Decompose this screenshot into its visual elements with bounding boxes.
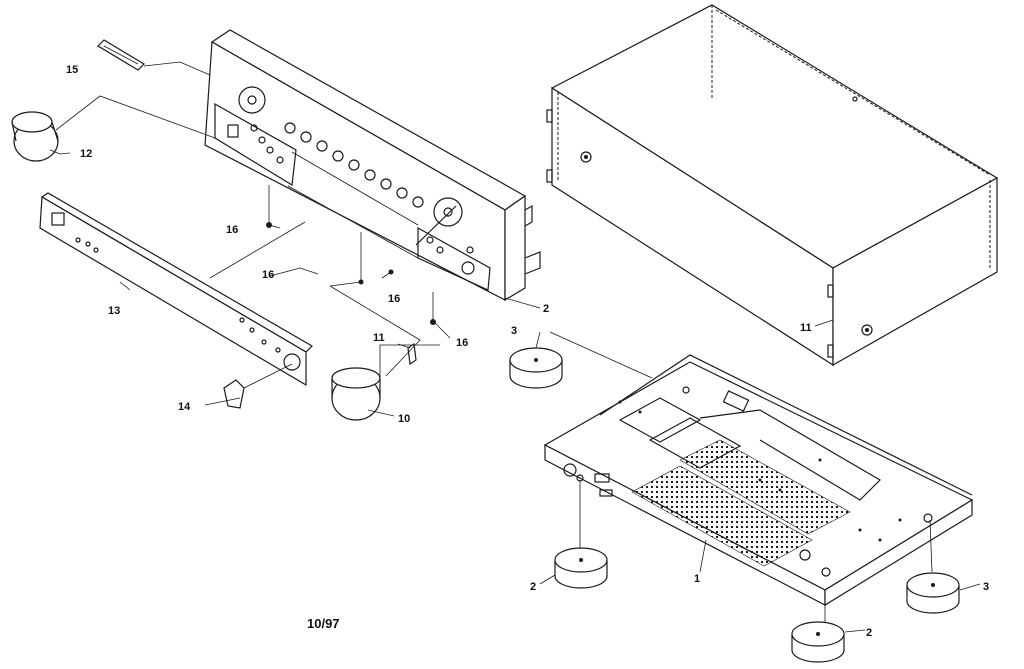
escutcheon-15 (97, 39, 145, 71)
foot-2-bottom (791, 621, 845, 663)
callout-14: 14 (178, 401, 191, 413)
callout-2-front-panel: 2 (543, 303, 549, 315)
date-code: 10/97 (307, 616, 340, 631)
foot-3-right (906, 572, 960, 614)
foot-3-top (509, 347, 563, 389)
callout-2-foot-bottom: 2 (866, 627, 872, 639)
chassis (543, 354, 974, 607)
leader-lines (49, 61, 981, 633)
top-cover (546, 4, 999, 367)
callout-15: 15 (66, 64, 78, 76)
lever-11 (407, 342, 417, 366)
sub-panel (39, 192, 313, 387)
callout-11-cover: 11 (800, 322, 812, 334)
knob-12 (11, 111, 59, 162)
callout-labels: 1 2 2 2 3 3 10 11 11 12 13 14 15 16 16 1… (66, 64, 989, 639)
callout-11-lever: 11 (373, 332, 385, 344)
callout-10: 10 (398, 413, 410, 425)
callout-1: 1 (694, 573, 700, 585)
callout-16-c: 16 (388, 293, 400, 305)
callout-16-d: 16 (456, 337, 468, 349)
foot-2-left (554, 547, 608, 589)
button-14 (223, 379, 245, 409)
front-panel-assembly (204, 29, 541, 302)
knob-10 (331, 367, 381, 421)
callout-16-b: 16 (262, 269, 274, 281)
callout-3-foot-top: 3 (511, 325, 517, 337)
callout-13: 13 (108, 305, 120, 317)
callout-16-a: 16 (226, 224, 238, 236)
callout-12: 12 (80, 148, 92, 160)
screw-16-b (430, 292, 436, 325)
screw-16-a (266, 185, 272, 228)
callout-3-foot-right: 3 (983, 581, 989, 593)
callout-2-foot-left: 2 (530, 581, 536, 593)
